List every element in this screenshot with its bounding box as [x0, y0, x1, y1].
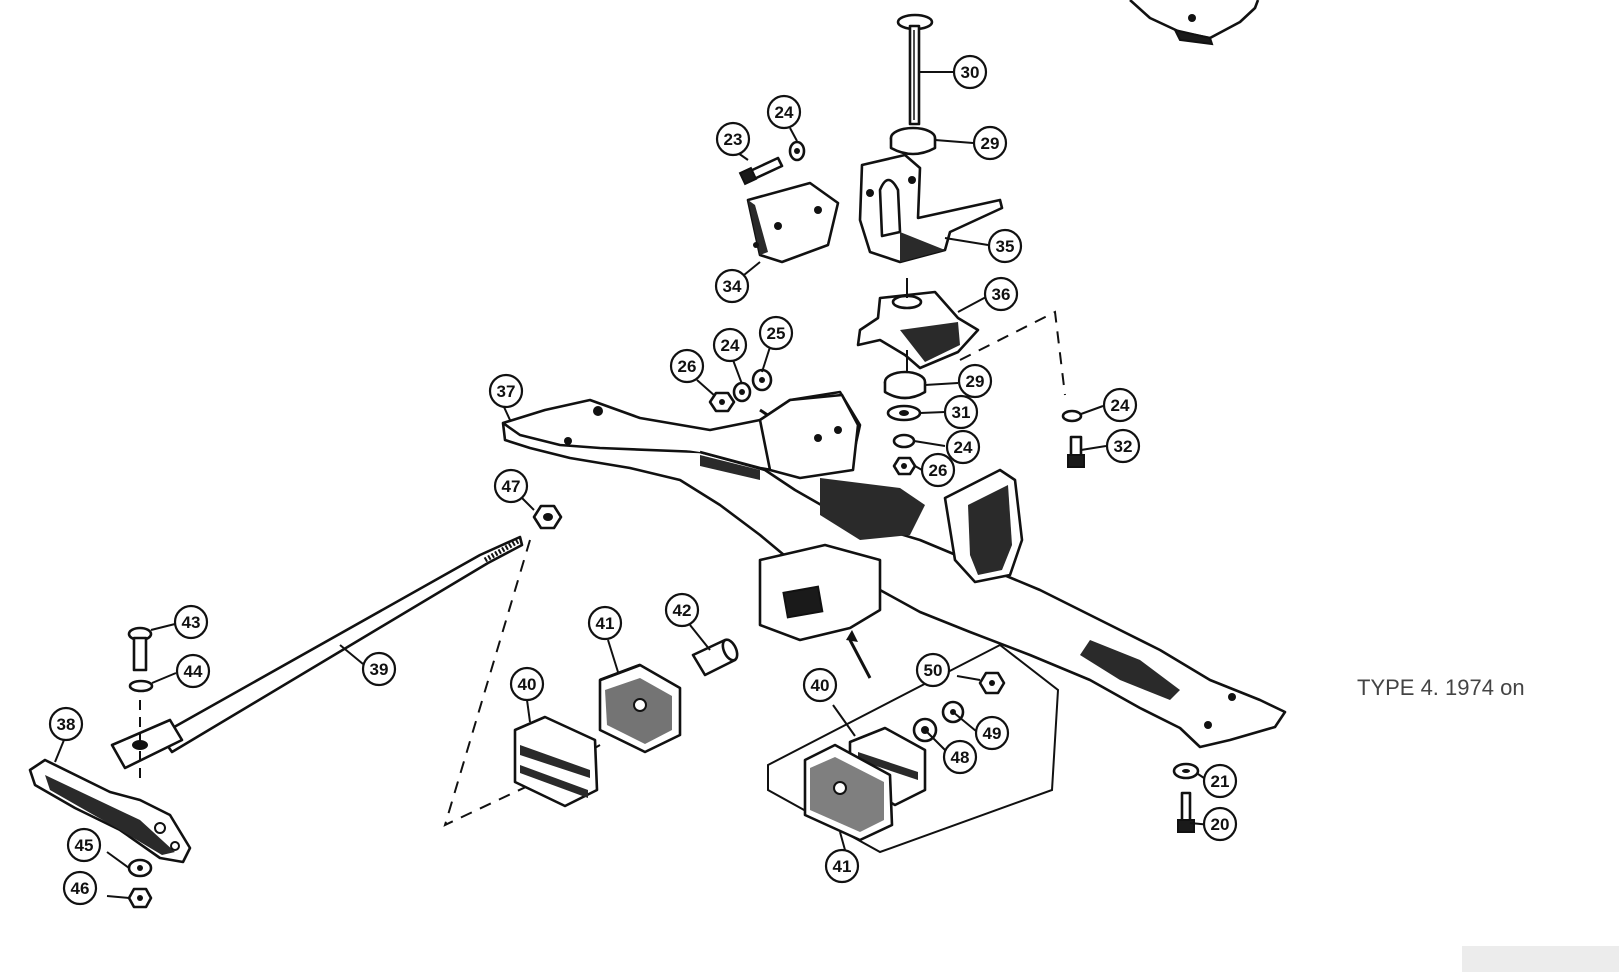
svg-text:26: 26 — [929, 461, 948, 480]
svg-text:47: 47 — [502, 477, 521, 496]
svg-text:49: 49 — [983, 724, 1002, 743]
callout-44: 44 — [175, 653, 211, 689]
mount-hardware-stack — [883, 278, 927, 476]
diagram-caption: TYPE 4. 1974 on — [1357, 675, 1525, 700]
svg-text:26: 26 — [678, 357, 697, 376]
callout-24: 24 — [712, 327, 748, 363]
svg-text:34: 34 — [723, 277, 742, 296]
callout-37: 37 — [488, 373, 524, 409]
callout-38: 38 — [48, 706, 84, 742]
svg-text:42: 42 — [673, 601, 692, 620]
rubber-pad-lower-part — [803, 743, 894, 842]
callout-32: 32 — [1105, 428, 1141, 464]
channel-pad-left-part — [513, 715, 599, 808]
callout-25: 25 — [758, 315, 794, 351]
callout-46: 46 — [62, 870, 98, 906]
svg-text:46: 46 — [71, 879, 90, 898]
svg-text:21: 21 — [1211, 772, 1230, 791]
svg-text:23: 23 — [724, 130, 743, 149]
rod-bolt-part — [127, 626, 154, 784]
callout-31: 31 — [943, 394, 979, 430]
long-bolt-part — [896, 13, 934, 126]
callout-29: 29 — [957, 363, 993, 399]
callout-40: 40 — [802, 667, 838, 703]
callout-24: 24 — [945, 429, 981, 465]
main-crossmember-part — [501, 390, 1287, 749]
corner-gray-box — [1462, 946, 1619, 972]
callout-48: 48 — [942, 739, 978, 775]
callout-35: 35 — [987, 228, 1023, 264]
svg-text:41: 41 — [833, 857, 852, 876]
svg-text:29: 29 — [966, 372, 985, 391]
callout-45: 45 — [66, 827, 102, 863]
upper-rubber-washer-part — [889, 126, 937, 156]
svg-text:48: 48 — [951, 748, 970, 767]
bottom-bolt-part — [1172, 762, 1200, 833]
svg-text:24: 24 — [1111, 396, 1130, 415]
small-bolt-part — [738, 156, 784, 186]
top-right-partial-component — [1129, 0, 1260, 46]
svg-text:38: 38 — [57, 715, 76, 734]
lower-mount-bracket-part — [856, 290, 980, 370]
svg-text:43: 43 — [182, 613, 201, 632]
svg-text:50: 50 — [924, 661, 943, 680]
callout-23: 23 — [715, 121, 751, 157]
bolt-alignment-line — [959, 310, 1066, 396]
callout-41: 41 — [824, 848, 860, 884]
callout-29: 29 — [972, 125, 1008, 161]
rod-bracket-part — [28, 758, 192, 864]
svg-text:37: 37 — [497, 382, 516, 401]
svg-text:30: 30 — [961, 63, 980, 82]
callout-21: 21 — [1202, 763, 1238, 799]
callout-47: 47 — [493, 468, 529, 504]
callout-43: 43 — [173, 604, 209, 640]
crossmember-small-hardware — [708, 368, 776, 422]
callout-39: 39 — [361, 651, 397, 687]
svg-text:24: 24 — [954, 438, 973, 457]
svg-text:41: 41 — [596, 614, 615, 633]
small-washer-part — [788, 140, 806, 162]
svg-text:20: 20 — [1211, 815, 1230, 834]
cover-plate-part — [746, 181, 840, 264]
callout-24: 24 — [1102, 387, 1138, 423]
svg-text:32: 32 — [1114, 437, 1133, 456]
svg-text:39: 39 — [370, 660, 389, 679]
svg-text:40: 40 — [811, 676, 830, 695]
callout-30: 30 — [952, 54, 988, 90]
callout-40: 40 — [509, 666, 545, 702]
svg-text:45: 45 — [75, 836, 94, 855]
svg-text:25: 25 — [767, 324, 786, 343]
upper-mount-bracket-part — [858, 153, 1004, 264]
svg-text:29: 29 — [981, 134, 1000, 153]
svg-text:31: 31 — [952, 403, 971, 422]
pad-assembly-frame — [767, 643, 1060, 854]
callout-42: 42 — [664, 592, 700, 628]
svg-text:40: 40 — [518, 675, 537, 694]
svg-text:44: 44 — [184, 662, 203, 681]
spacer-sleeve-part — [691, 638, 739, 677]
svg-text:24: 24 — [721, 336, 740, 355]
callout-41: 41 — [587, 605, 623, 641]
callout-26: 26 — [669, 348, 705, 384]
tie-rod-part — [110, 535, 524, 770]
callout-26: 26 — [920, 452, 956, 488]
callout-50: 50 — [915, 652, 951, 688]
callout-24: 24 — [766, 94, 802, 130]
leader-lines — [54, 71, 1214, 899]
svg-text:35: 35 — [996, 237, 1015, 256]
callout-20: 20 — [1202, 806, 1238, 842]
rubber-pad-upper-part — [598, 663, 682, 754]
callout-34: 34 — [714, 268, 750, 304]
svg-text:36: 36 — [992, 285, 1011, 304]
callout-36: 36 — [983, 276, 1019, 312]
svg-text:24: 24 — [775, 103, 794, 122]
rod-end-nut-part — [532, 504, 563, 530]
side-bolt-part — [1061, 409, 1085, 468]
bracket-washer-nut-part — [127, 858, 153, 909]
callout-49: 49 — [974, 715, 1010, 751]
